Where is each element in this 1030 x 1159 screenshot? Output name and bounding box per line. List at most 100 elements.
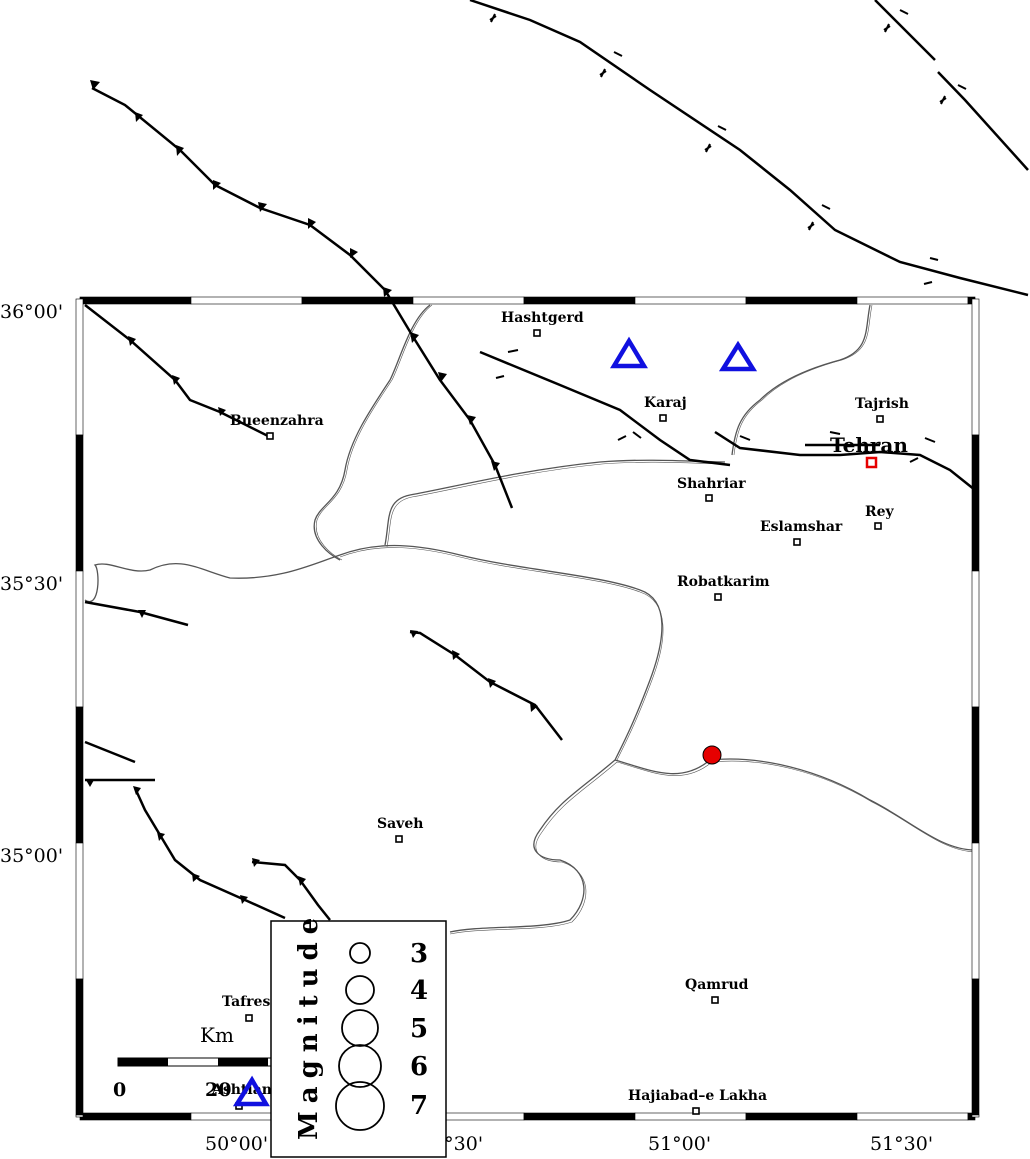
lat-label-35-00: 35°00'	[0, 845, 63, 867]
frame-segment	[523, 296, 636, 305]
thrust-tooth	[308, 218, 316, 229]
lat-label-36-00: 36°00'	[0, 301, 63, 323]
frame-segment	[856, 296, 969, 305]
city-label-tajrish: Tajrish	[855, 396, 909, 412]
city-marker-karaj	[659, 414, 667, 422]
scale-unit: Km	[200, 1023, 234, 1047]
slip-arrow	[617, 435, 627, 441]
frame-segment	[971, 1114, 980, 1118]
city-marker-saveh	[395, 835, 403, 843]
city-label-tehran: Tehran	[830, 433, 908, 457]
thrust-fault	[84, 600, 189, 627]
legend-circle-6	[338, 1044, 382, 1088]
city-marker-tafresh	[245, 1014, 253, 1022]
city-labels: Hashtgerd Bueenzahra Karaj Tajrish Tehra…	[211, 310, 909, 1104]
slip-arrow	[899, 9, 909, 15]
thrust-tooth	[410, 630, 418, 638]
boundary-line	[614, 758, 976, 851]
scale-tick-20: 20	[205, 1079, 231, 1101]
city-marker-robatkarim	[714, 593, 722, 601]
strike-slip-fault	[874, 0, 936, 61]
boundary-line	[733, 304, 873, 456]
thrust-tooth	[350, 248, 358, 258]
frame-segment	[75, 570, 84, 708]
slip-arrow	[632, 431, 642, 439]
frame-segment	[523, 1112, 636, 1121]
strike-slip-fault	[714, 430, 976, 491]
slip-arrow	[599, 68, 607, 78]
slip-arrow	[923, 281, 933, 285]
city-markers	[235, 329, 884, 1115]
thrust-teeth	[86, 80, 538, 904]
boundary-line	[449, 761, 618, 935]
slip-arrow	[739, 435, 751, 441]
thrust-fault	[409, 630, 563, 741]
thrust-tooth	[298, 876, 306, 886]
thrust-tooth	[452, 650, 460, 660]
thrust-tooth	[135, 112, 143, 122]
slip-arrow	[924, 437, 936, 443]
slip-arrow	[939, 95, 947, 105]
thrust-tooth	[133, 786, 141, 795]
legend-label-3: 3	[410, 939, 428, 969]
thrust-tooth	[218, 407, 226, 416]
thrust-tooth	[213, 180, 221, 190]
boundary-line	[731, 304, 871, 456]
map-frame	[75, 296, 980, 1121]
frame-segment	[75, 706, 84, 844]
strike-slip-fault	[479, 350, 731, 467]
frame-ticks	[75, 296, 980, 1121]
city-label-shahriar: Shahriar	[677, 476, 746, 492]
frame-segment	[75, 1114, 84, 1118]
thrust-fault	[84, 304, 271, 439]
frame-segment	[856, 1112, 969, 1121]
station-triangle-icon	[610, 336, 648, 369]
slip-arrow	[909, 457, 919, 463]
legend-label-7: 7	[410, 1091, 428, 1121]
boundary-line	[313, 304, 431, 561]
slip-arrow	[807, 221, 815, 231]
city-marker-bueenzahra	[266, 432, 274, 440]
frame-outline	[79, 298, 976, 1118]
frame-segment	[745, 1112, 858, 1121]
boundary-line	[339, 544, 663, 761]
slip-arrow	[957, 84, 967, 90]
slip-arrow	[507, 349, 519, 353]
frame-segment	[75, 842, 84, 980]
legend-box	[270, 920, 447, 1158]
city-label-tafresh: Tafresh	[222, 994, 281, 1010]
thrust-tooth	[438, 372, 447, 382]
city-label-karaj: Karaj	[644, 395, 687, 411]
thrust-tooth	[258, 202, 267, 212]
boundary-line	[616, 760, 978, 853]
thrust-tooth	[192, 873, 200, 882]
legend-label-6: 6	[410, 1052, 428, 1082]
frame-segment	[745, 296, 858, 305]
boundary-line	[339, 547, 664, 761]
legend-circle-4	[345, 975, 375, 1005]
frame-segment	[971, 298, 980, 436]
legend-label-4: 4	[410, 976, 428, 1006]
scale-bar: Km 0 20	[113, 1023, 289, 1101]
slip-arrow	[489, 13, 497, 23]
thrust-tooth	[467, 415, 476, 425]
city-marker-tehran	[865, 456, 878, 469]
thrust-tooth	[86, 780, 94, 787]
strike-slip-fault	[937, 71, 1029, 171]
strike-slip-arrows	[489, 9, 967, 463]
province-boundaries	[84, 304, 978, 935]
city-marker-hajiabad	[692, 1107, 700, 1115]
slip-arrow	[704, 143, 712, 153]
boundary-line	[449, 759, 616, 933]
epicenter-marker	[702, 745, 722, 765]
magnitude-legend: Magnitude 3 4 5 6 7	[270, 910, 447, 1158]
city-marker-eslamshar	[793, 538, 801, 546]
city-label-saveh: Saveh	[377, 816, 423, 832]
frame-segment	[971, 434, 980, 572]
thrust-tooth	[491, 461, 500, 471]
legend-label-5: 5	[410, 1014, 428, 1044]
boundary-line	[386, 461, 728, 548]
thrust-tooth	[90, 80, 100, 90]
thrust-tooth	[252, 858, 260, 867]
